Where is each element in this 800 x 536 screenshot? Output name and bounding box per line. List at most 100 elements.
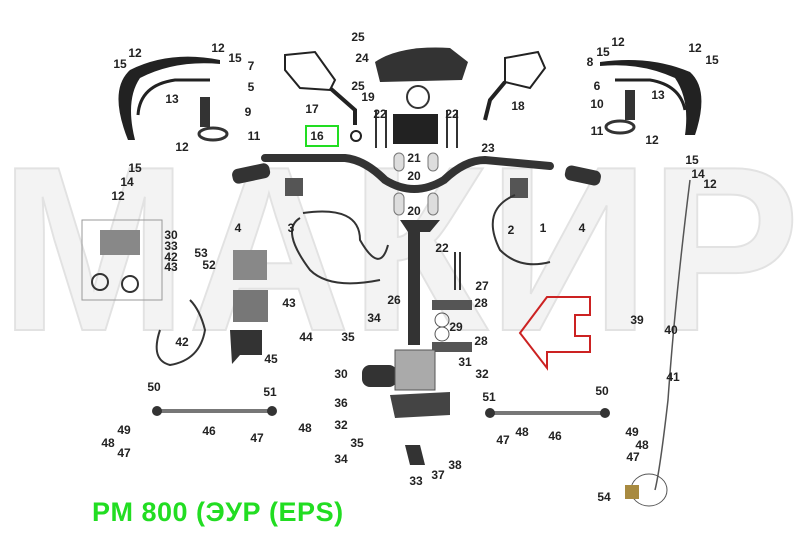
lower-bracket	[405, 445, 425, 465]
part-number-label: 45	[264, 352, 278, 366]
part-number-label: 7	[247, 59, 255, 73]
handguard-arm-right	[615, 78, 687, 111]
part-number-label: 22	[373, 107, 387, 121]
part-number-label: 12	[128, 46, 142, 60]
mirror-right	[504, 50, 547, 90]
part-number-label: 12	[175, 140, 189, 154]
part-number-label: 31	[458, 355, 472, 369]
wire-left	[302, 210, 389, 260]
part-number-label: 6	[593, 79, 601, 93]
part-number-label: 12	[703, 177, 717, 191]
part-number-label: 15	[228, 51, 242, 65]
part-number-label: 35	[350, 436, 364, 450]
kit-box	[81, 219, 163, 301]
handguard-arm-left	[136, 78, 210, 116]
part-number-label: 4	[234, 221, 242, 235]
part-number-label: 50	[595, 384, 609, 398]
part-number-label: 15	[113, 57, 127, 71]
handguard-right	[600, 59, 702, 135]
part-number-label: 35	[341, 330, 355, 344]
part-number-label: 38	[448, 458, 462, 472]
part-number-label: 37	[431, 468, 445, 482]
part-number-label: 29	[449, 320, 463, 334]
part-number-label: 26	[387, 293, 401, 307]
part-number-label: 14	[691, 167, 705, 181]
mirror-left	[284, 50, 337, 92]
part-number-label: 43	[282, 296, 296, 310]
mount-right	[625, 90, 635, 120]
part-number-label: 13	[165, 92, 179, 106]
diagram-title: PM 800 (ЭУР (EPS)	[92, 497, 344, 527]
part-number-label: 39	[630, 313, 644, 327]
part-number-label: 8	[586, 55, 594, 69]
part-number-label: 47	[496, 433, 510, 447]
part-number-label: 20	[407, 169, 421, 183]
part-number-label: 44	[299, 330, 313, 344]
part-number-label: 19	[361, 90, 375, 104]
part-number-label: 12	[688, 41, 702, 55]
part-number-label: 23	[481, 141, 495, 155]
part-number-label: 46	[202, 424, 216, 438]
part-number-label: 28	[474, 296, 488, 310]
clamp-left	[197, 126, 229, 142]
bracket-45	[230, 330, 262, 364]
part-number-label: 33	[164, 239, 178, 253]
part-number-label: 47	[117, 446, 131, 460]
part-number-label: 48	[635, 438, 649, 452]
part-number-label: 10	[590, 97, 604, 111]
part-number-label: 25	[351, 79, 365, 93]
part-number-label: 41	[666, 370, 680, 384]
controller	[233, 250, 267, 280]
switch-left	[285, 178, 303, 196]
part-number-label: 11	[247, 129, 261, 143]
mount-bracket	[390, 392, 450, 418]
bearing-holder	[432, 300, 472, 310]
part-number-label: 22	[445, 107, 459, 121]
part-number-label: 13	[651, 88, 665, 102]
part-number-label: 12	[611, 35, 625, 49]
part-number-label: 1	[539, 221, 547, 235]
part-number-label: 48	[298, 421, 312, 435]
switch-right	[510, 178, 528, 198]
part-number-label: 22	[435, 241, 449, 255]
controller-box	[233, 290, 268, 322]
clamp-plate	[393, 114, 438, 144]
part-number-label: 28	[474, 334, 488, 348]
part-number-label: 48	[515, 425, 529, 439]
part-number-label: 12	[111, 189, 125, 203]
part-number-label: 30	[334, 367, 348, 381]
part-number-label: 16	[310, 129, 324, 143]
part-number-label: 15	[685, 153, 699, 167]
cable-39	[654, 179, 691, 491]
bushing-54	[625, 485, 639, 499]
part-number-label: 9	[244, 105, 252, 119]
mirror-adapter	[350, 130, 362, 142]
part-number-label: 30	[164, 228, 178, 242]
red-arrow-icon	[518, 296, 591, 371]
part-number-label: 20	[407, 204, 421, 218]
part-number-label: 11	[590, 124, 604, 138]
part-number-label: 46	[548, 429, 562, 443]
part-number-label: 25	[351, 30, 365, 44]
part-number-label: 47	[626, 450, 640, 464]
part-number-label: 49	[117, 423, 131, 437]
part-number-label: 18	[511, 99, 525, 113]
handlebar	[261, 154, 554, 193]
part-number-label: 51	[263, 385, 277, 399]
eps-gearbox	[394, 349, 436, 391]
part-number-label: 53	[194, 246, 208, 260]
part-number-label: 32	[334, 418, 348, 432]
part-number-label: 21	[407, 151, 421, 165]
part-number-label: 3	[287, 221, 295, 235]
grip-right	[564, 165, 601, 186]
part-number-label: 2	[507, 223, 515, 237]
wire-right	[491, 194, 551, 266]
part-number-label: 4	[578, 221, 586, 235]
part-number-label: 14	[120, 175, 134, 189]
part-number-label: 27	[475, 279, 489, 293]
part-number-label: 40	[664, 323, 678, 337]
part-number-label: 34	[367, 311, 381, 325]
handlebar-cover	[375, 47, 468, 82]
part-number-label: 42	[175, 335, 189, 349]
